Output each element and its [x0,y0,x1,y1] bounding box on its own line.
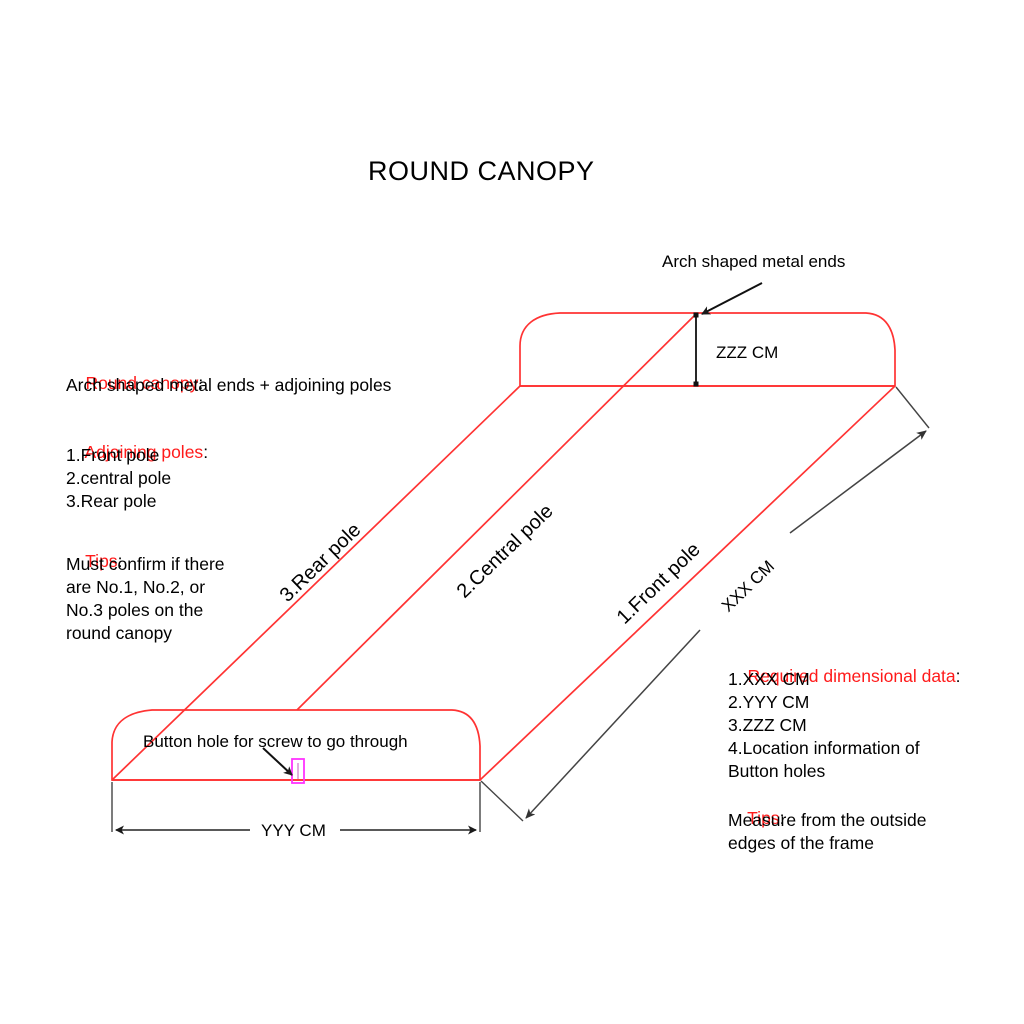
note-required-item-3: 3.ZZZ CM [728,715,807,735]
xxx-dimension-arrow-rear [789,430,927,534]
note-required-item-5: Button holes [728,761,826,781]
front-arch-outline [111,709,481,781]
note-left-tips-line-1: Must confirm if there [66,554,225,574]
arch-callout-leader [701,282,763,315]
note-left-tips-heading-wrap: Tips: [66,530,122,593]
callout-arch-shaped-metal-ends: Arch shaped metal ends [662,252,846,271]
rear-pole-line [111,385,521,781]
note-required-data-heading: Required dimensional data [747,666,956,686]
arrow-down-left-icon [701,282,763,315]
note-round-canopy: Round canopy: [66,352,203,415]
note-right-tips-heading: Tips [747,808,780,828]
note-required-data-colon: : [955,666,961,686]
xxx-extension-front [480,780,524,822]
central-pole-line [296,312,698,711]
note-left-tips-line-2: are No.1, No.2, or [66,577,206,597]
xxx-extension-rear [895,386,930,429]
note-right-tips-line-1: Measure from the outside [728,810,927,830]
note-required-data-heading-wrap: Required dimensional data: [728,645,961,708]
front-arch-shape [111,709,481,781]
rear-arch-shape [519,312,896,387]
arrow-down-right-icon [262,747,293,776]
dimension-label-yyy: YYY CM [256,821,331,842]
xxx-dimension-arrow-front [525,629,701,819]
note-adjoining-poles: Adjoining poles: [66,421,208,484]
note-required-item-4: 4.Location information of [728,738,920,758]
note-pole-item-1: 1.Front pole [66,445,160,465]
rear-arch-outline [519,312,896,387]
note-adjoining-poles-colon: : [203,442,209,462]
callout-button-hole: Button hole for screw to go through [143,732,408,751]
note-left-tips-colon: : [117,551,123,571]
note-required-item-1: 1.XXX CM [728,669,810,689]
note-adjoining-poles-heading: Adjoining poles [84,442,204,462]
front-pole-line [479,385,896,781]
dimension-label-zzz: ZZZ CM [716,343,779,362]
note-left-tips-line-3: No.3 poles on the [66,600,204,620]
length-dimension-xxx [480,386,930,822]
note-right-tips-line-2: edges of the frame [728,833,874,853]
note-round-canopy-heading: Round canopy [85,373,199,393]
note-pole-item-3: 3.Rear pole [66,491,157,511]
note-right-tips-heading-wrap: Tips: [728,787,784,850]
width-dimension-yyy [111,782,481,835]
adjoining-poles-group [111,312,896,781]
button-hole-callout-leader [262,747,293,776]
note-left-tips-heading: Tips [85,551,118,571]
note-left-tips-line-4: round canopy [66,623,173,643]
note-pole-item-2: 2.central pole [66,468,172,488]
note-round-canopy-body: Arch shaped metal ends + adjoining poles [66,375,392,395]
note-round-canopy-colon: : [198,373,204,393]
note-required-item-2: 2.YYY CM [728,692,810,712]
page-title: ROUND CANOPY [368,156,595,186]
note-right-tips-colon: : [779,808,785,828]
